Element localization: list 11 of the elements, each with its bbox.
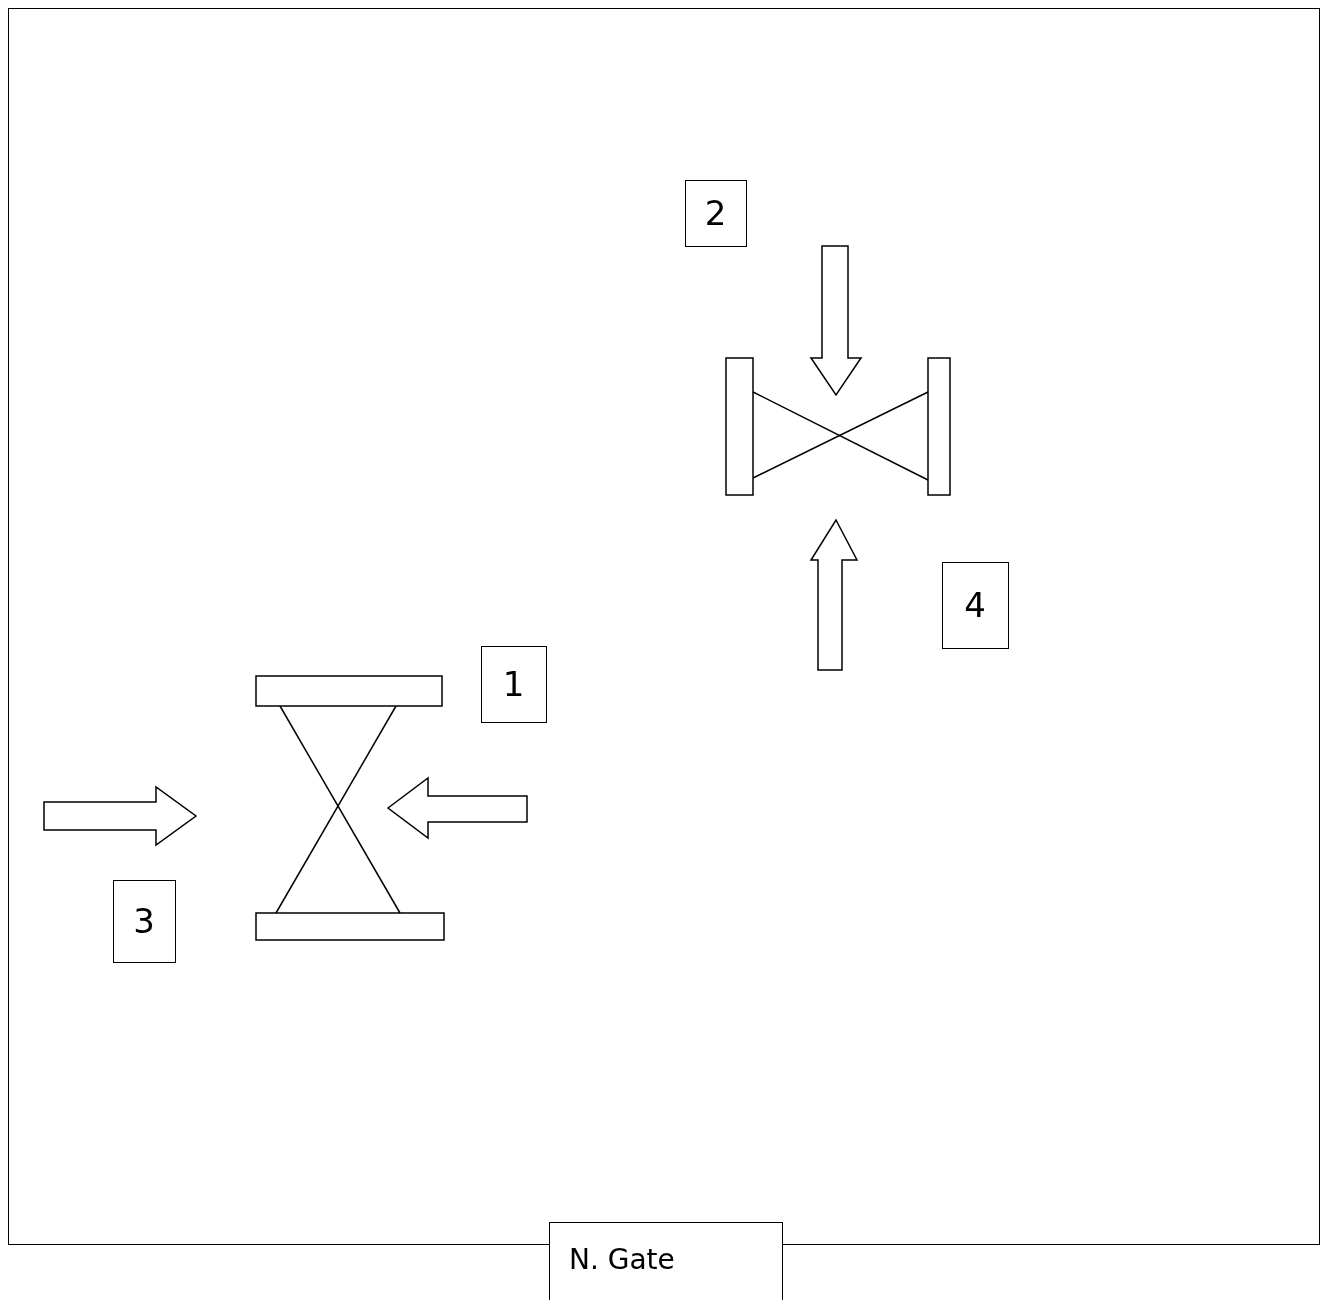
- label-box: [112, 879, 176, 963]
- label-box: [480, 645, 547, 723]
- callout-number: 1: [502, 664, 525, 704]
- gate-box: [549, 1222, 783, 1300]
- callout-number: 4: [964, 585, 986, 625]
- label-box: [941, 561, 1009, 649]
- label-box: [684, 179, 747, 247]
- gate-label: N. Gate: [569, 1243, 675, 1276]
- callout-number: 3: [133, 901, 155, 941]
- callout-number: 2: [704, 193, 727, 233]
- frame: [8, 8, 1320, 1245]
